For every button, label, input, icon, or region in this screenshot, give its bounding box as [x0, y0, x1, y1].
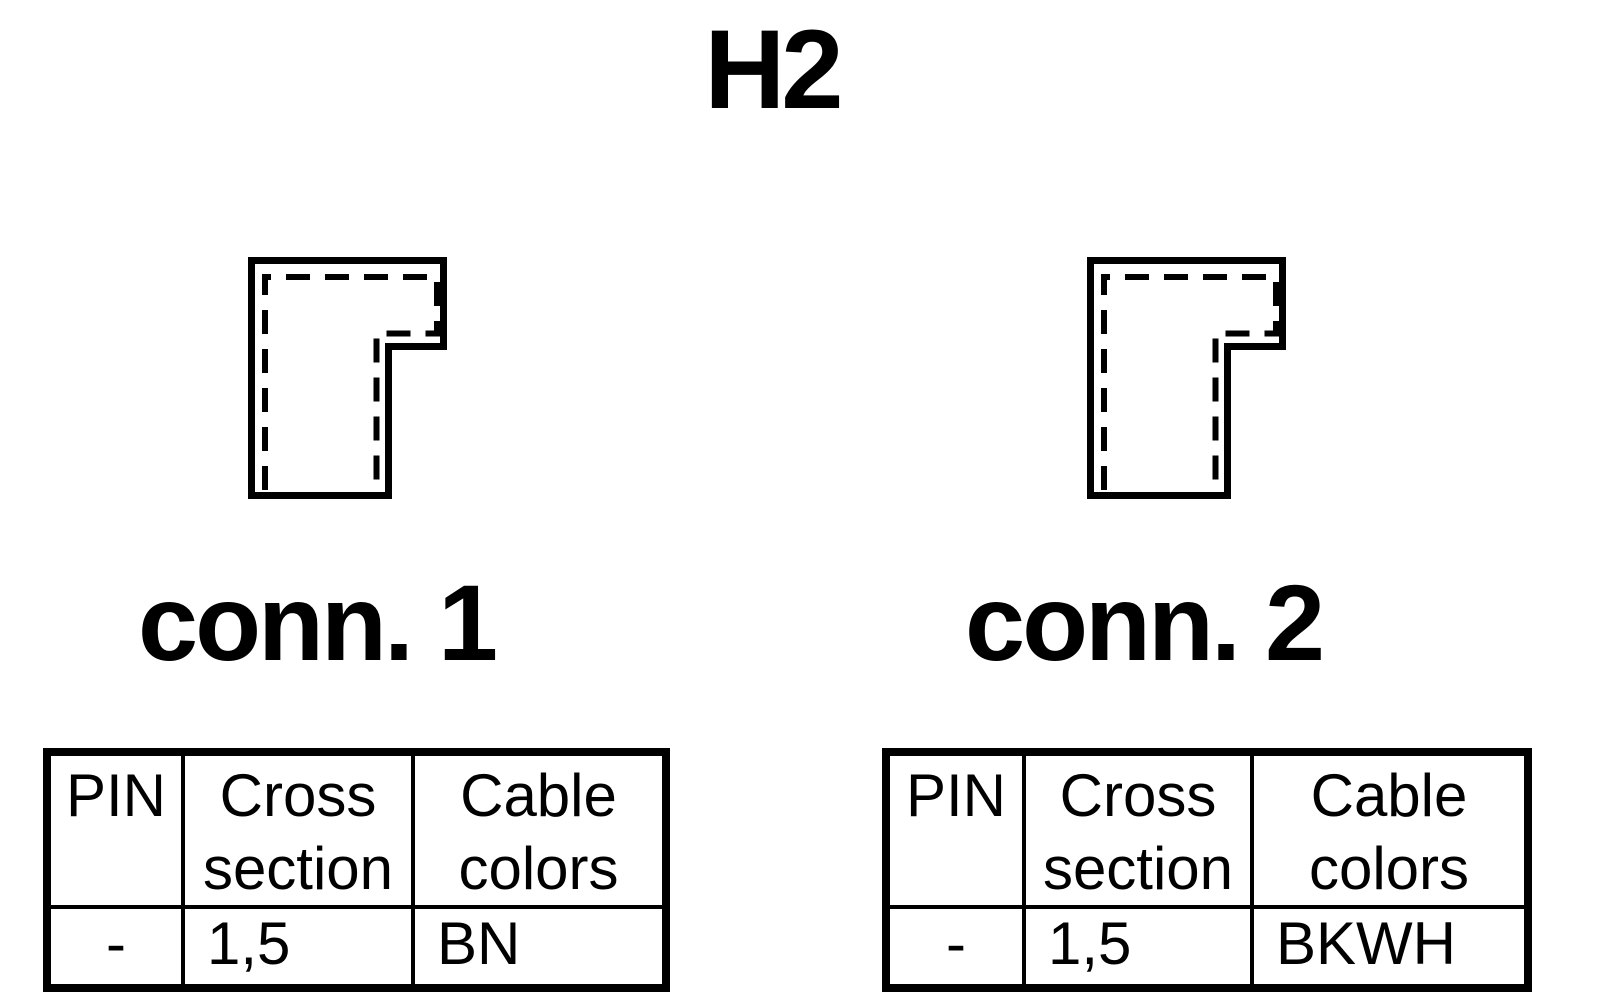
header-row: PIN Cross section Cable colors: [45, 750, 668, 909]
cable-colors-column-header: Cable colors: [1250, 750, 1530, 909]
header-row: PIN Cross section Cable colors: [884, 750, 1530, 909]
cable-color-value: BKWH: [1250, 905, 1530, 990]
connector-2-label: conn. 2: [965, 562, 1325, 683]
pin-value: -: [884, 905, 1026, 990]
pin-column-header: PIN: [45, 750, 185, 909]
page-title: H2: [704, 7, 843, 132]
connector-2-icon: [1087, 257, 1286, 499]
cross-section-column-header: Cross section: [1022, 750, 1254, 909]
connector-1-icon: [248, 257, 447, 499]
cable-color-value: BN: [411, 905, 668, 990]
table-row: - 1,5 BKWH: [884, 905, 1530, 990]
connector-1-label: conn. 1: [138, 562, 498, 683]
cross-section-value: 1,5: [1022, 905, 1254, 990]
cross-section-value: 1,5: [181, 905, 415, 990]
pin-column-header: PIN: [884, 750, 1026, 909]
pin-table-conn-1: PIN Cross section Cable colors - 1,5 BN: [43, 748, 670, 992]
pin-value: -: [45, 905, 185, 990]
cross-section-column-header: Cross section: [181, 750, 415, 909]
table-row: - 1,5 BN: [45, 905, 668, 990]
pin-table-conn-2: PIN Cross section Cable colors - 1,5 BKW…: [882, 748, 1532, 992]
cable-colors-column-header: Cable colors: [411, 750, 668, 909]
